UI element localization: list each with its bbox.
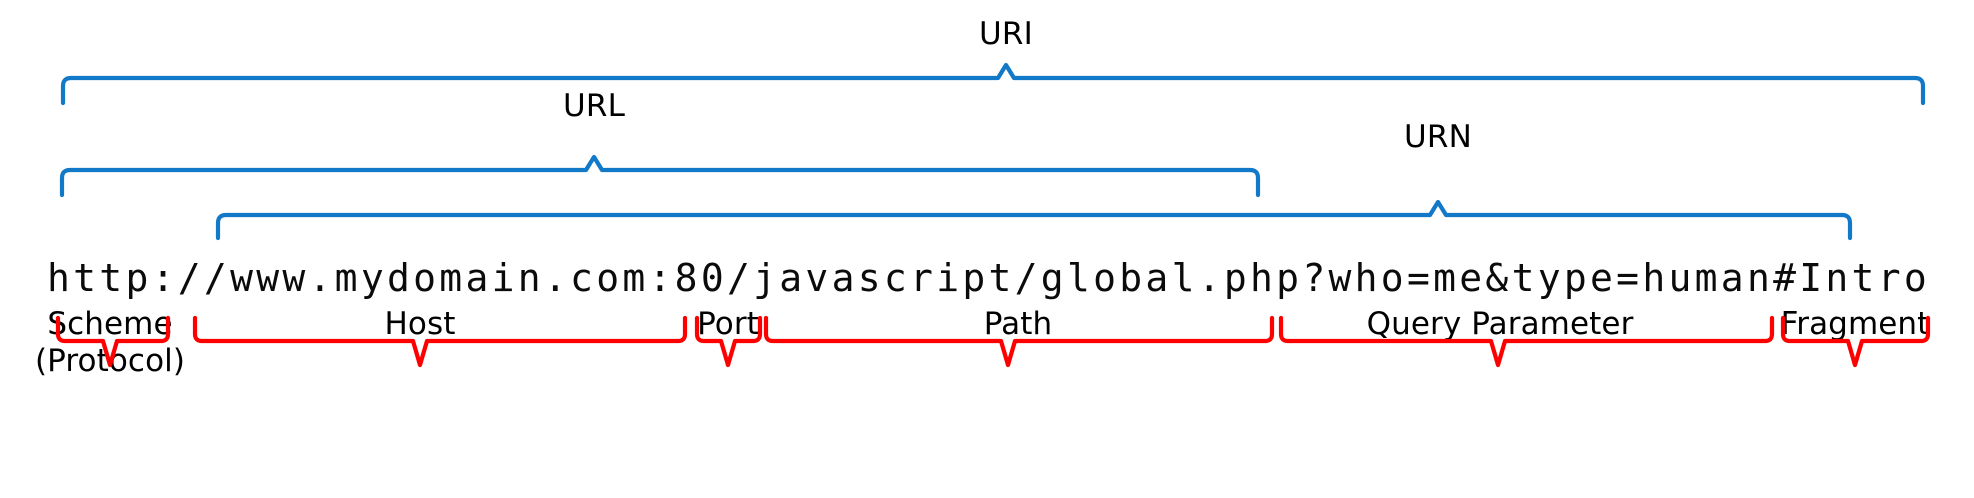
upper-brackets (59, 62, 1926, 241)
label-port: Port (697, 306, 759, 342)
label-host: Host (384, 306, 456, 342)
bracket-urn (215, 199, 1853, 241)
label-scheme-line1: Scheme (47, 306, 173, 342)
label-fragment: Fragment (1780, 306, 1930, 342)
label-path: Path (983, 306, 1053, 342)
url-string: http://www.mydomain.com:80/javascript/gl… (47, 256, 1931, 300)
label-query-parameter: Query Parameter (1366, 306, 1634, 342)
label-url: URL (562, 88, 626, 124)
label-uri: URI (979, 16, 1033, 52)
bracket-url (59, 154, 1261, 198)
label-scheme: Scheme (Protocol) (35, 306, 185, 379)
label-scheme-line2: (Protocol) (34, 342, 186, 379)
label-urn: URN (1403, 119, 1473, 155)
bracket-uri (60, 62, 1926, 106)
